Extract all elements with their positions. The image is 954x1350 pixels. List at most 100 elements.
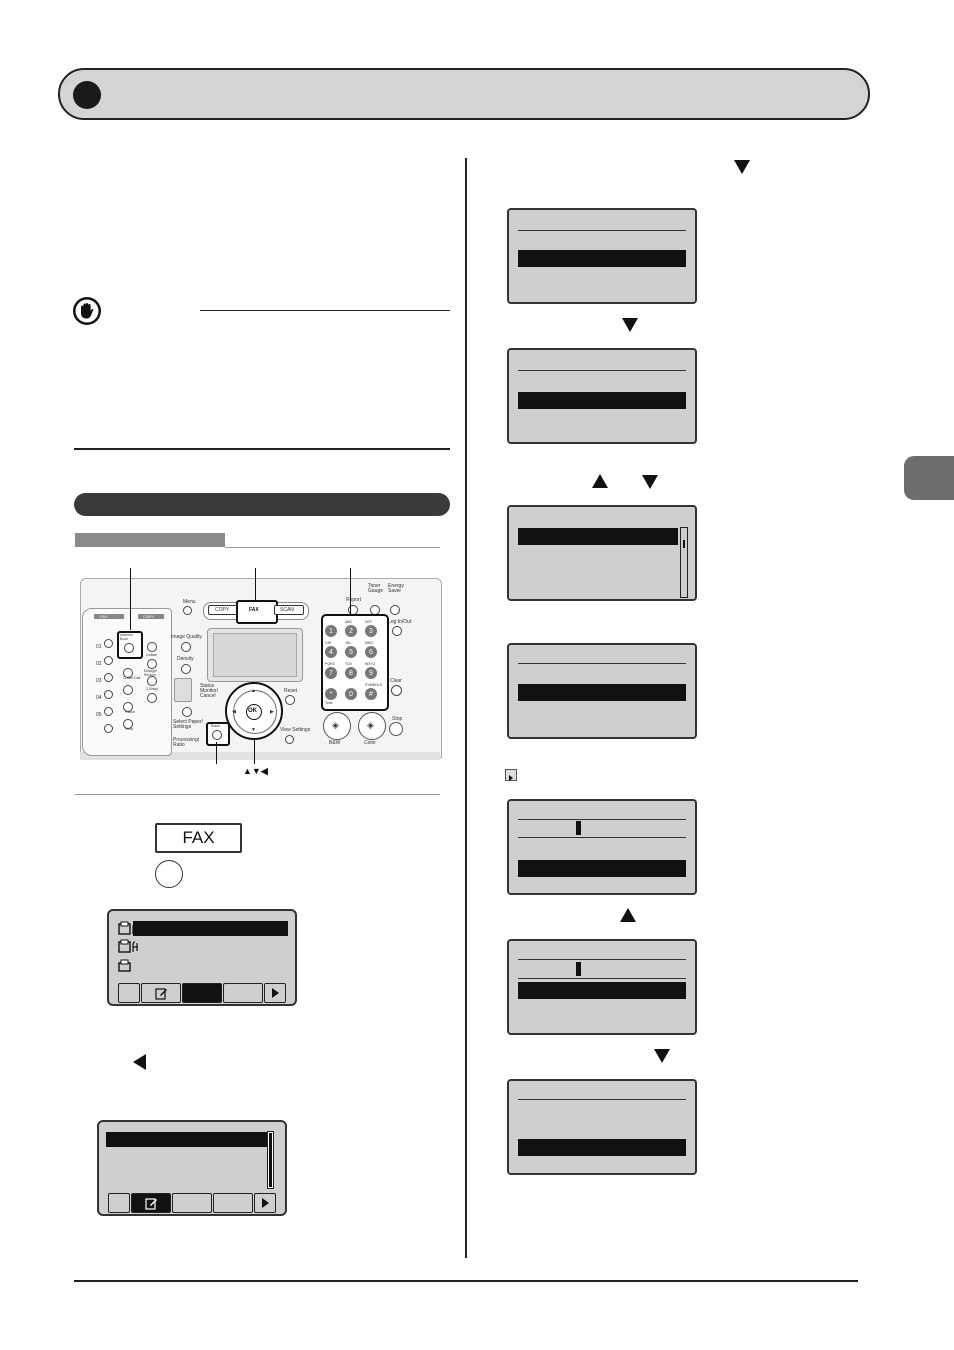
copy-key-label: COPY <box>215 607 230 613</box>
reset-label: Reset <box>284 688 298 694</box>
lcd-screen-1 <box>507 208 697 304</box>
keypad-key-11[interactable]: # <box>365 688 377 700</box>
section-title-bar <box>58 68 870 120</box>
menu-label: Menu <box>183 599 196 605</box>
back-key-label: Back <box>211 723 220 728</box>
lcd-screen-3 <box>507 505 697 601</box>
stop-key[interactable] <box>389 722 403 736</box>
image-quality-label: Image Quality <box>171 634 202 640</box>
down-arrow-icon <box>734 160 750 174</box>
hook-label: Hook <box>125 727 134 731</box>
keypad-key-10[interactable]: 0 <box>345 688 357 700</box>
footer-rule <box>74 1280 858 1282</box>
lcd-screen-4 <box>507 643 697 739</box>
softkey-edit[interactable] <box>141 983 181 1003</box>
arrow-down-glyph: ▼ <box>251 727 256 733</box>
keypad-key-1[interactable]: 2 <box>345 625 357 637</box>
report-label: Report <box>346 597 362 603</box>
copy-tab-label: COPY <box>143 614 155 619</box>
softkey-blank-3[interactable] <box>213 1193 253 1213</box>
density-label: Density <box>177 656 194 662</box>
softkey-next[interactable] <box>254 1193 276 1213</box>
menu-key[interactable] <box>183 606 192 615</box>
fax-destination-icon <box>118 921 142 936</box>
keypad-key-0[interactable]: 1 <box>325 625 337 637</box>
edit-icon <box>154 987 167 1000</box>
softkey-edit-selected[interactable] <box>131 1193 171 1213</box>
address-book-key[interactable] <box>117 631 143 659</box>
color-start-key[interactable] <box>358 712 386 740</box>
energy-saver-label: Energy Saver <box>388 583 404 594</box>
bw-start-key[interactable] <box>323 712 351 740</box>
softkey-blank[interactable] <box>108 1193 130 1213</box>
softkey-next[interactable] <box>264 983 286 1003</box>
back-key[interactable] <box>206 722 230 746</box>
keypad-key-9[interactable]: * <box>325 688 337 700</box>
round-key-graphic[interactable] <box>155 860 183 888</box>
keypad-letters-5: MNO <box>365 641 374 645</box>
lcd-3-scrollbar <box>680 527 688 598</box>
scan-key-label: SCAN <box>280 607 294 613</box>
keypad-key-3[interactable]: 4 <box>325 646 337 658</box>
fax-mode-key[interactable] <box>236 600 278 624</box>
up-arrow-icon <box>620 908 636 922</box>
keypad-letters-1: ABC <box>345 620 353 624</box>
fax-screen-lcd <box>107 909 297 1006</box>
clear-label: Clear <box>390 678 402 684</box>
coded-dial-label: Coded Dial <box>123 676 141 680</box>
lcd-screen-2 <box>507 348 697 444</box>
log-in-out-label: Log In/Out <box>388 619 412 625</box>
next-arrow-icon <box>262 1198 269 1208</box>
fax-icon <box>118 959 132 973</box>
softkey-blank-2[interactable] <box>223 983 263 1003</box>
edit-icon <box>144 1197 157 1210</box>
callout-line-back <box>216 742 217 764</box>
keys-used-label-bar <box>75 533 225 547</box>
reset-key[interactable] <box>285 695 295 705</box>
down-arrow-icon <box>622 318 638 332</box>
scan-key[interactable] <box>274 605 304 615</box>
keypad-letters-8: WXYZ <box>365 662 376 666</box>
keypad-key-8[interactable]: 9 <box>365 667 377 679</box>
keypad-key-6[interactable]: 7 <box>325 667 337 679</box>
bw-label: B&W <box>329 740 341 746</box>
keypad-key-7[interactable]: 8 <box>345 667 357 679</box>
callout-line-keypad <box>350 568 351 614</box>
ok-key-label: OK <box>248 708 257 714</box>
enlarge-reduce-label: Enlarge/ Reduce <box>144 669 158 677</box>
softkey-selected[interactable] <box>182 983 222 1003</box>
keypad-letters-11: SYMBOLS <box>365 683 382 687</box>
color-label: Color <box>364 740 376 746</box>
arrow-up-glyph: ▲ <box>251 688 256 694</box>
callout-line-arrows <box>254 740 255 764</box>
ok-key[interactable] <box>246 704 262 720</box>
down-arrow-icon <box>654 1049 670 1063</box>
fax-mode-key-label: FAX <box>249 607 259 613</box>
step-divider <box>75 794 440 795</box>
column-divider <box>465 158 467 1258</box>
stop-label: Stop <box>392 716 403 722</box>
arrow-keys-caption: ▲▼◀ <box>243 766 268 776</box>
status-monitor-label: Status Monitor/ Cancel <box>200 683 219 699</box>
cursor-mark <box>576 962 581 976</box>
softkey-blank-2[interactable] <box>172 1193 212 1213</box>
keys-used-rule <box>225 547 440 548</box>
keypad-letters-6: PQRS <box>325 662 335 666</box>
tone-label: Tone <box>325 701 333 705</box>
keypad-key-2[interactable]: 3 <box>365 625 377 637</box>
keypad-key-4[interactable]: 5 <box>345 646 357 658</box>
toner-gauge-label: Toner Gauge <box>368 583 384 594</box>
fax-button-graphic[interactable]: FAX <box>155 823 242 853</box>
left-arrow-icon <box>133 1054 146 1070</box>
arrow-left-glyph: ◀ <box>232 709 236 715</box>
note-end-rule <box>74 448 450 450</box>
view-settings-label: View Settings <box>280 727 311 733</box>
two-sided-label: 2-Sided <box>146 687 159 691</box>
softkey-blank[interactable] <box>118 983 140 1003</box>
important-hand-icon <box>72 296 102 326</box>
address-book-label: Address Book <box>120 633 133 641</box>
clear-key[interactable] <box>391 685 402 696</box>
lcd-screen-7 <box>507 1079 697 1175</box>
section-number-dot <box>73 81 101 109</box>
keypad-key-5[interactable]: 6 <box>365 646 377 658</box>
